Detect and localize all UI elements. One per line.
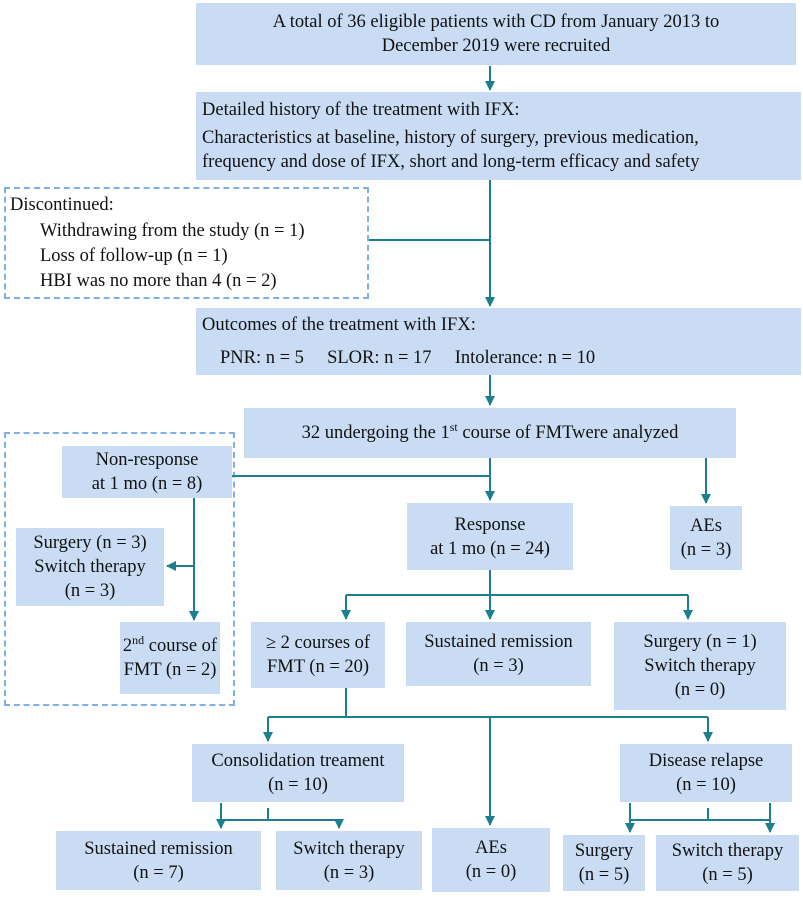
- history-line1: Characteristics at baseline, history of …: [202, 128, 699, 148]
- history-line2: frequency and dose of IFX, short and lon…: [202, 152, 700, 172]
- ss-line3: (n = 3): [64, 581, 116, 601]
- relapse-line2: (n = 10): [676, 775, 736, 795]
- sustained-mid-line1: Sustained remission: [424, 632, 573, 652]
- bottom-switch1-line2: (n = 3): [323, 862, 375, 883]
- bottom-aes-line1: AEs: [475, 838, 507, 858]
- bottom-sustained-line2: (n = 7): [133, 862, 184, 883]
- fmt2-post: course of: [144, 636, 218, 656]
- aes-top-box: AEs (n = 3): [670, 506, 742, 570]
- consolidation-line1: Consolidation treament: [211, 751, 385, 771]
- aes-top-line1: AEs: [690, 516, 722, 536]
- discontinued-item: Loss of follow-up (n = 1): [40, 246, 228, 266]
- pnr-value: PNR: n = 5: [220, 348, 304, 368]
- discontinued-item: Withdrawing from the study (n = 1): [40, 221, 305, 241]
- two-courses-box: ≥ 2 courses of FMT (n = 20): [251, 622, 385, 688]
- bottom-surgery-line2: (n = 5): [578, 865, 630, 885]
- sustained-remission-bottom-box: Sustained remission (n = 7): [56, 831, 261, 890]
- recruit-line2: December 2019 were recruited: [381, 36, 611, 56]
- intolerance-value: Intolerance: n = 10: [454, 348, 596, 368]
- sustained-mid-line2: (n = 3): [473, 656, 524, 676]
- ss-line1: Surgery (n = 3): [33, 533, 147, 553]
- outcomes-title: Outcomes of the treatment with IFX:: [202, 315, 476, 335]
- fmt2-pre: 2: [122, 636, 133, 656]
- surgery-mid-line3: (n = 0): [674, 680, 726, 700]
- fmt1-post: course of FMTwere analyzed: [457, 423, 679, 443]
- consolidation-line2: (n = 10): [268, 775, 328, 795]
- aes-top-line2: (n = 3): [680, 540, 732, 560]
- ss-line2: Switch therapy: [34, 557, 146, 577]
- surgery-mid-line1: Surgery (n = 1): [643, 632, 757, 652]
- switch-therapy-bottom-right-box: Switch therapy (n = 5): [656, 835, 799, 891]
- response-line1: Response: [454, 514, 526, 535]
- bottom-surgery-line1: Surgery: [574, 841, 634, 861]
- bottom-aes-line2: (n = 0): [465, 862, 517, 882]
- discontinued-dashed-frame: [4, 187, 369, 299]
- disease-relapse-box: Disease relapse (n = 10): [620, 744, 792, 802]
- discontinued-title: Discontinued:: [10, 195, 114, 215]
- fmt2-line2: FMT (n = 2): [123, 660, 217, 680]
- discontinued-item: HBI was no more than 4 (n = 2): [40, 271, 277, 291]
- treatment-history-box: Detailed history of the treatment with I…: [196, 92, 801, 180]
- response-line2: at 1 mo (n = 24): [430, 538, 550, 559]
- fmt1-text: 32 undergoing the 1st course of FMTwere …: [302, 421, 679, 445]
- fmt1-pre: 32 undergoing the 1: [301, 423, 450, 443]
- courses2-line2: FMT (n = 20): [266, 657, 370, 677]
- second-course-fmt-box: 2nd course of FMT (n = 2): [120, 622, 220, 694]
- surgery-switch-mid-box: Surgery (n = 1) Switch therapy (n = 0): [614, 622, 786, 710]
- recruit-line1: A total of 36 eligible patients with CD …: [272, 12, 720, 32]
- non-response-dashed-frame: [4, 432, 235, 706]
- fmt2-line1: 2nd course of: [123, 634, 217, 658]
- nonresp-line1: Non-response: [95, 450, 199, 470]
- fmt2-sup: nd: [132, 632, 145, 647]
- switch-therapy-bottom-left-box: Switch therapy (n = 3): [276, 831, 422, 890]
- nonresp-line2: at 1 mo (n = 8): [91, 474, 203, 494]
- recruitment-box: A total of 36 eligible patients with CD …: [196, 3, 796, 65]
- outcomes-values: PNR: n = 5 SLOR: n = 17 Intolerance: n =…: [202, 346, 795, 370]
- history-title: Detailed history of the treatment with I…: [202, 100, 520, 120]
- surgery-switch-left-box: Surgery (n = 3) Switch therapy (n = 3): [16, 528, 164, 606]
- surgery-bottom-box: Surgery (n = 5): [563, 835, 645, 891]
- non-response-box: Non-response at 1 mo (n = 8): [62, 446, 232, 498]
- aes-bottom-box: AEs (n = 0): [432, 828, 550, 892]
- surgery-mid-line2: Switch therapy: [644, 656, 756, 676]
- first-course-fmt-box: 32 undergoing the 1st course of FMTwere …: [244, 408, 736, 458]
- ifx-outcomes-box: Outcomes of the treatment with IFX: PNR:…: [196, 308, 801, 375]
- consolidation-box: Consolidation treament (n = 10): [192, 744, 404, 802]
- fmt1-sup: st: [449, 419, 458, 434]
- response-box: Response at 1 mo (n = 24): [407, 503, 573, 570]
- courses2-line1: ≥ 2 courses of: [265, 633, 371, 653]
- bottom-switch2-line2: (n = 5): [702, 865, 753, 885]
- bottom-switch1-line1: Switch therapy: [293, 838, 405, 859]
- slor-value: SLOR: n = 17: [327, 348, 432, 368]
- sustained-remission-mid-box: Sustained remission (n = 3): [406, 622, 591, 686]
- bottom-sustained-line1: Sustained remission: [84, 838, 233, 859]
- relapse-line1: Disease relapse: [648, 751, 764, 771]
- bottom-switch2-line1: Switch therapy: [671, 841, 784, 861]
